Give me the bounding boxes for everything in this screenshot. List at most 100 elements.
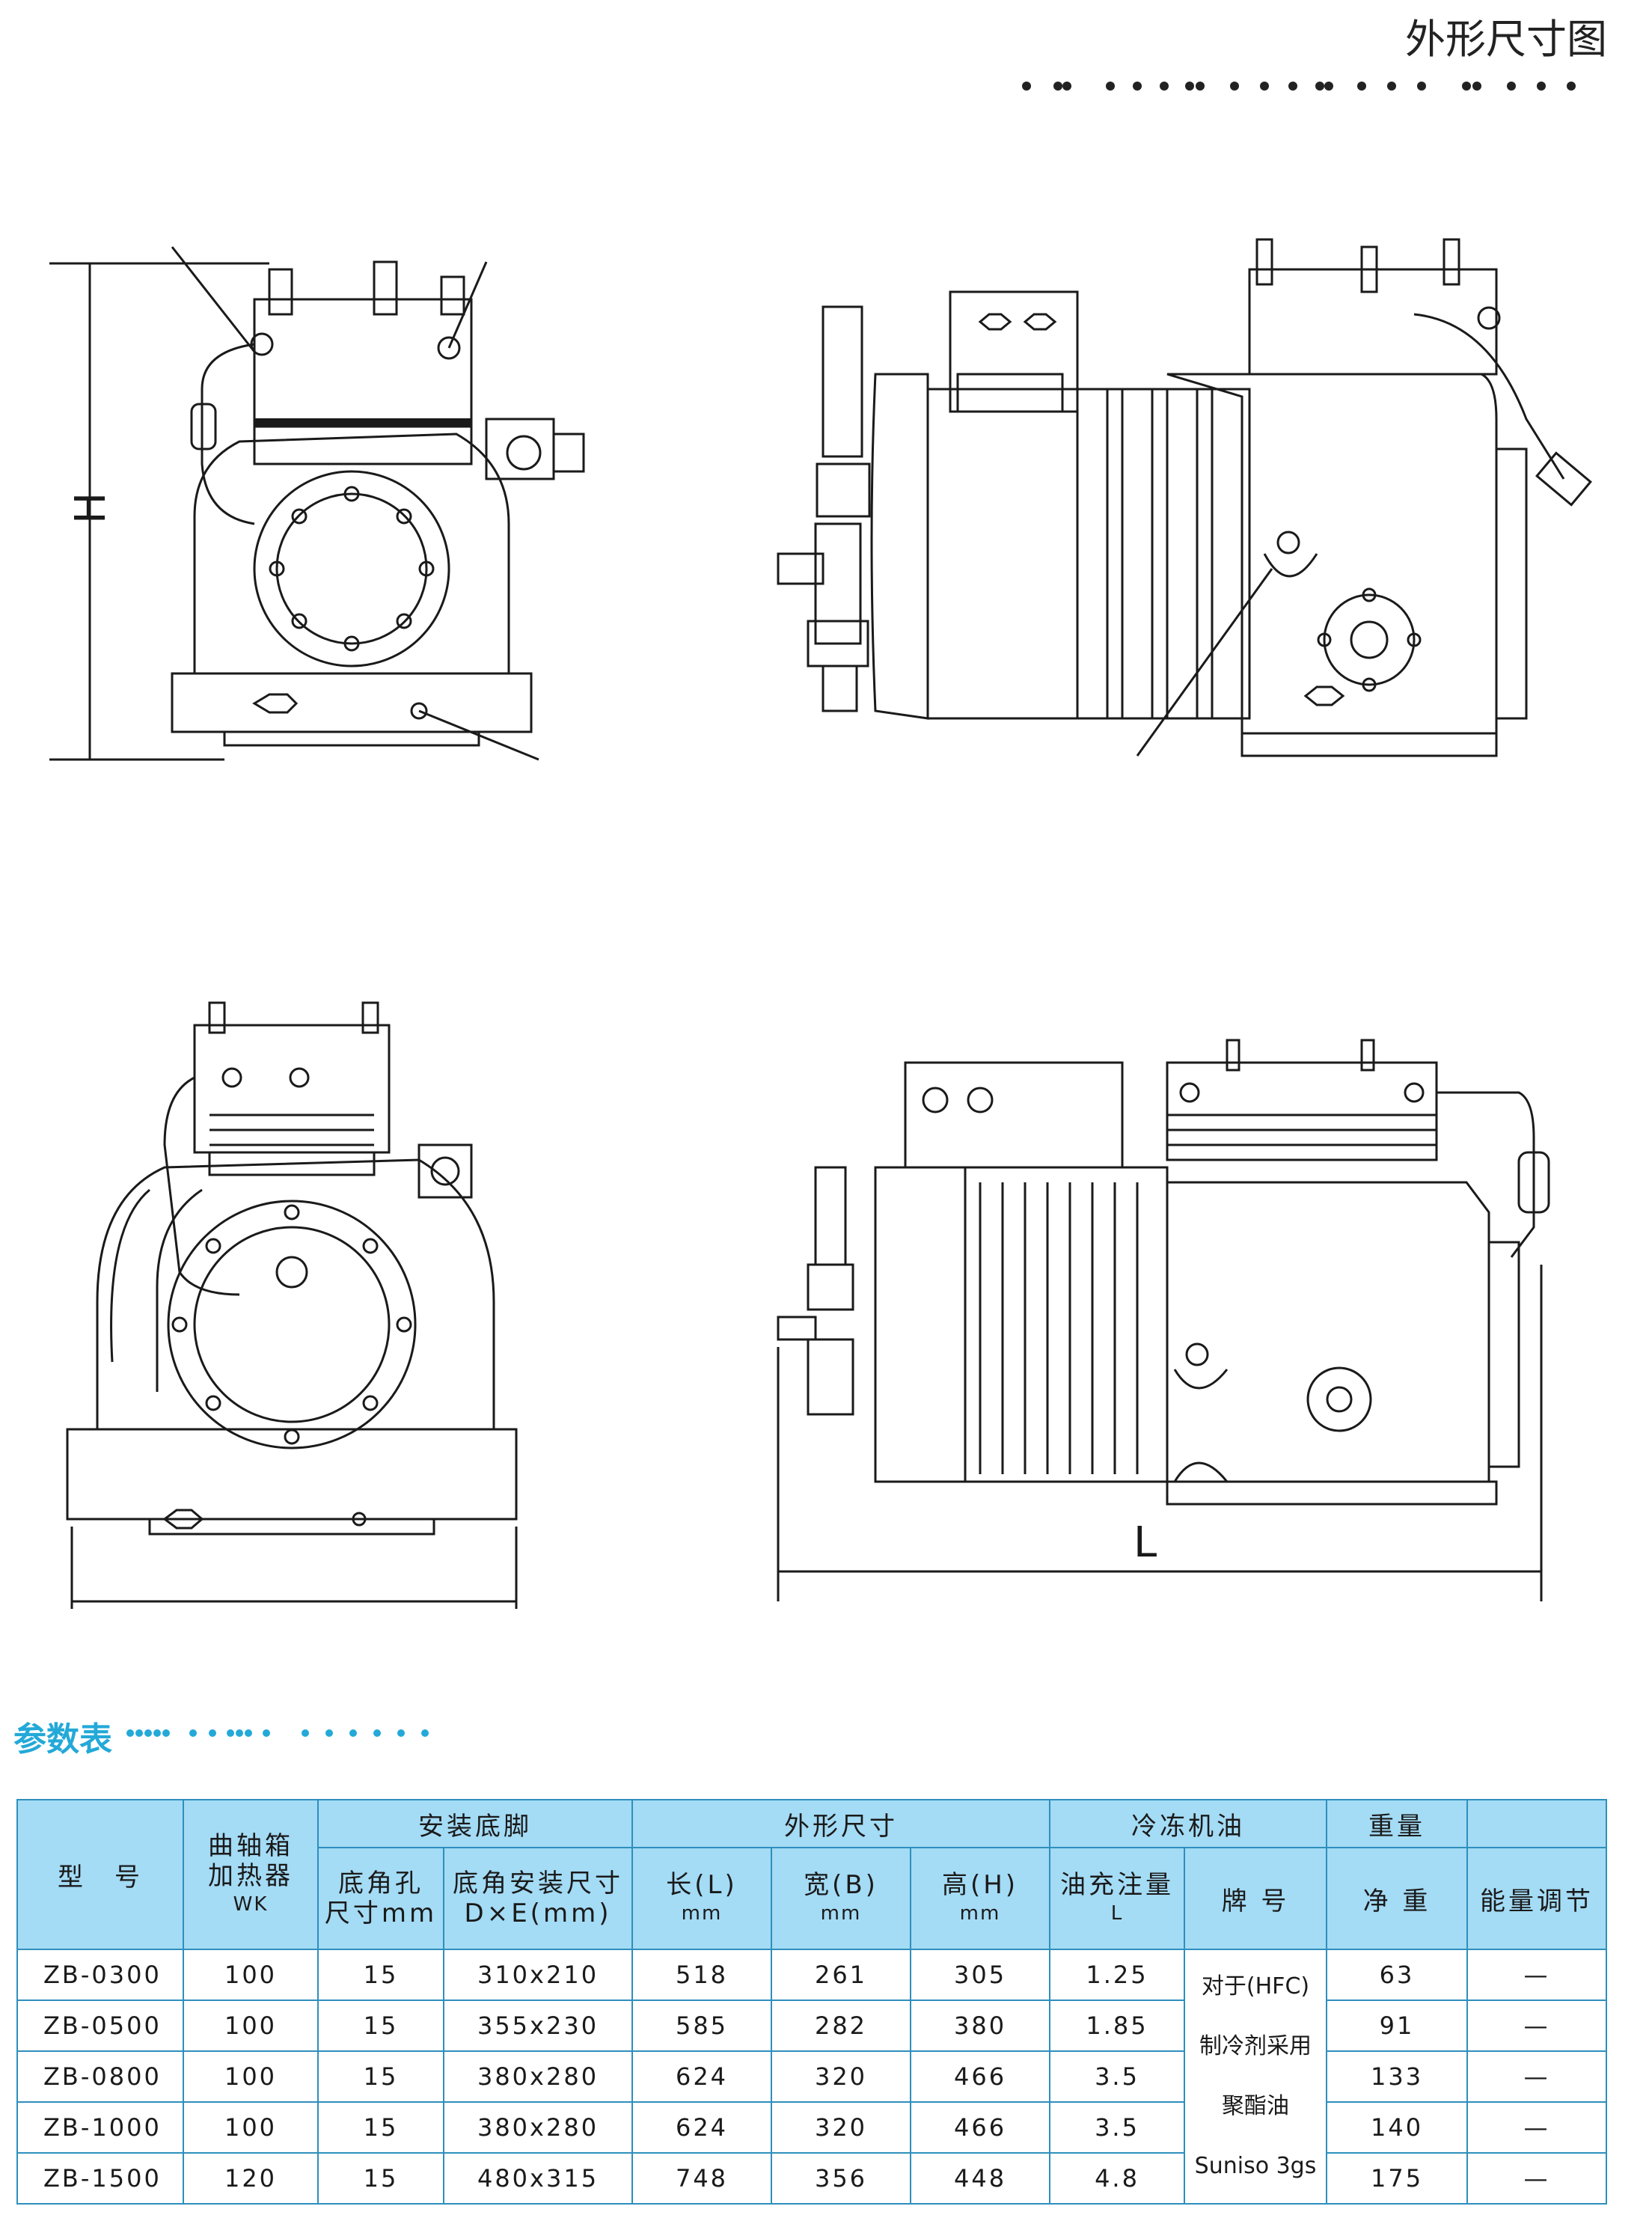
front-view-small: [49, 246, 585, 761]
cell-capacity: —: [1466, 2101, 1608, 2154]
cell-length: 624: [631, 2101, 772, 2154]
group-refrigeration-oil: 冷冻机油: [1049, 1799, 1328, 1848]
length-label: L: [1134, 1518, 1157, 1567]
cell-mount: 380x280: [443, 2050, 633, 2103]
cell-hole: 15: [317, 2050, 444, 2103]
col-heater-line1: 曲轴箱: [208, 1831, 293, 1861]
cell-model: ZB-1000: [16, 2101, 184, 2154]
col-oil-charge-label: 油充注量: [1060, 1870, 1175, 1900]
cell-height: 305: [909, 1949, 1051, 2001]
cell-mount: 480x315: [443, 2152, 633, 2205]
cell-model: ZB-0800: [16, 2050, 184, 2103]
col-height-unit: mm: [959, 1902, 1001, 1925]
cell-weight: 140: [1326, 2101, 1469, 2154]
cell-capacity: —: [1466, 1949, 1608, 2001]
cell-height: 466: [909, 2101, 1051, 2154]
col-net-weight: 净 重: [1326, 1847, 1469, 1950]
cell-model: ZB-1500: [16, 2152, 184, 2205]
cell-oil: 4.8: [1049, 2152, 1186, 2205]
col-capacity: 能量调节: [1466, 1847, 1608, 1950]
cell-capacity: —: [1466, 1999, 1608, 2052]
cell-width: 282: [771, 1999, 911, 2052]
col-hole: 底角孔 尺寸mm: [317, 1847, 444, 1950]
title-dot-divider: [1022, 82, 1576, 91]
side-view-large: [777, 1039, 1550, 1601]
group-blank: [1466, 1799, 1608, 1848]
col-oil-charge: 油充注量 L: [1049, 1847, 1186, 1950]
col-heater: 曲轴箱 加热器 WK: [183, 1799, 319, 1950]
cell-hole: 15: [317, 2101, 444, 2154]
cell-mount: 355x230: [443, 1999, 633, 2052]
dimension-drawings: H L: [49, 238, 1592, 1609]
cell-oil-brand: 对于(HFC) 制冷剂采用 聚酯油 Suniso 3gs: [1184, 1949, 1328, 2205]
cell-oil: 3.5: [1049, 2050, 1186, 2103]
cell-capacity: —: [1466, 2050, 1608, 2103]
cell-capacity: —: [1466, 2152, 1608, 2205]
group-weight: 重量: [1326, 1799, 1469, 1848]
cell-oil: 3.5: [1049, 2101, 1186, 2154]
cell-weight: 133: [1326, 2050, 1469, 2103]
cell-heater: 120: [183, 2152, 319, 2205]
col-hole-line2: 尺寸mm: [324, 1898, 438, 1928]
cell-length: 585: [631, 1999, 772, 2052]
col-heater-line2: 加热器: [208, 1861, 293, 1891]
col-height: 高(H) mm: [909, 1847, 1051, 1950]
col-model: 型 号: [16, 1799, 184, 1950]
cell-model: ZB-0500: [16, 1999, 184, 2052]
col-mount-line1: 底角安装尺寸: [453, 1869, 623, 1898]
side-view-small: [777, 238, 1592, 757]
cell-heater: 100: [183, 1999, 319, 2052]
cell-width: 356: [771, 2152, 911, 2205]
cell-width: 261: [771, 1949, 911, 2001]
cell-weight: 63: [1326, 1949, 1469, 2001]
cell-weight: 91: [1326, 1999, 1469, 2052]
col-width-label: 宽(B): [804, 1870, 878, 1900]
col-length-label: 长(L): [666, 1870, 738, 1900]
cell-height: 448: [909, 2152, 1051, 2205]
params-table: 型 号 曲轴箱 加热器 WK 安装底脚 外形尺寸 冷冻机油 重量 底角孔 尺寸m…: [16, 1799, 1608, 2205]
col-hole-line1: 底角孔: [338, 1869, 423, 1898]
cell-heater: 100: [183, 1949, 319, 2001]
cell-heater: 100: [183, 2101, 319, 2154]
col-width: 宽(B) mm: [771, 1847, 911, 1950]
cell-height: 466: [909, 2050, 1051, 2103]
oil-brand-line3: 聚酯油: [1222, 2093, 1290, 2119]
col-length: 长(L) mm: [631, 1847, 772, 1950]
cell-mount: 310x210: [443, 1949, 633, 2001]
page-title: 外形尺寸图: [1405, 16, 1607, 63]
cell-oil: 1.25: [1049, 1949, 1186, 2001]
cell-length: 518: [631, 1949, 772, 2001]
col-mount: 底角安装尺寸 D×E(mm): [443, 1847, 633, 1950]
oil-brand-line4: Suniso 3gs: [1194, 2153, 1317, 2179]
cell-weight: 175: [1326, 2152, 1469, 2205]
table-row: ZB-1500 120 15 480x315 748 356 448 4.8 1…: [16, 2152, 1608, 2205]
col-mount-line2: D×E(mm): [464, 1898, 612, 1928]
col-oil-charge-unit: L: [1110, 1902, 1124, 1925]
table-row: ZB-0500 100 15 355x230 585 282 380 1.85 …: [16, 1999, 1608, 2052]
cell-width: 320: [771, 2101, 911, 2154]
cell-hole: 15: [317, 1999, 444, 2052]
oil-brand-line2: 制冷剂采用: [1199, 2033, 1312, 2059]
cell-length: 624: [631, 2050, 772, 2103]
oil-brand-line1: 对于(HFC): [1201, 1973, 1310, 1999]
table-row: ZB-0800 100 15 380x280 624 320 466 3.5 1…: [16, 2050, 1608, 2103]
cell-width: 320: [771, 2050, 911, 2103]
cell-mount: 380x280: [443, 2101, 633, 2154]
col-brand: 牌 号: [1184, 1847, 1328, 1950]
cell-oil: 1.85: [1049, 1999, 1186, 2052]
cell-height: 380: [909, 1999, 1051, 2052]
table-row: ZB-1000 100 15 380x280 624 320 466 3.5 1…: [16, 2101, 1608, 2154]
col-length-unit: mm: [681, 1902, 723, 1925]
table-row: ZB-0300 100 15 310x210 518 261 305 1.25 …: [16, 1949, 1608, 2205]
col-width-unit: mm: [820, 1902, 862, 1925]
params-section-title: 参数表: [13, 1720, 112, 1759]
front-view-large: [66, 1001, 518, 1609]
cell-hole: 15: [317, 2152, 444, 2205]
cell-length: 748: [631, 2152, 772, 2205]
group-dimensions: 外形尺寸: [631, 1799, 1051, 1848]
cell-model: ZB-0300: [16, 1949, 184, 2001]
height-label: H: [67, 492, 115, 524]
group-install-feet: 安装底脚: [317, 1799, 633, 1848]
col-height-label: 高(H): [941, 1870, 1019, 1900]
section-dot-divider: [126, 1729, 429, 1737]
